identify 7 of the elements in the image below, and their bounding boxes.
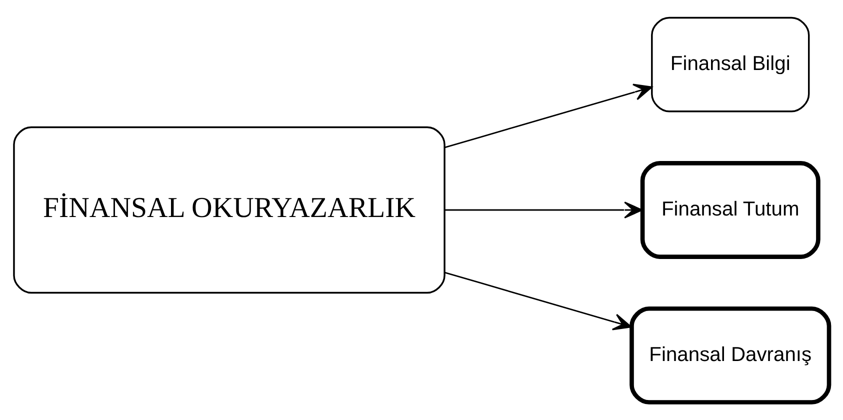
node-box: Finansal Davranış	[630, 306, 832, 404]
arrow	[444, 272, 632, 330]
arrow	[444, 84, 652, 148]
node-box: FİNANSAL OKURYAZARLIK	[13, 126, 446, 294]
node-box: Finansal Bilgi	[651, 16, 810, 112]
node-box: Finansal Tutum	[640, 161, 820, 259]
arrow	[444, 202, 643, 218]
